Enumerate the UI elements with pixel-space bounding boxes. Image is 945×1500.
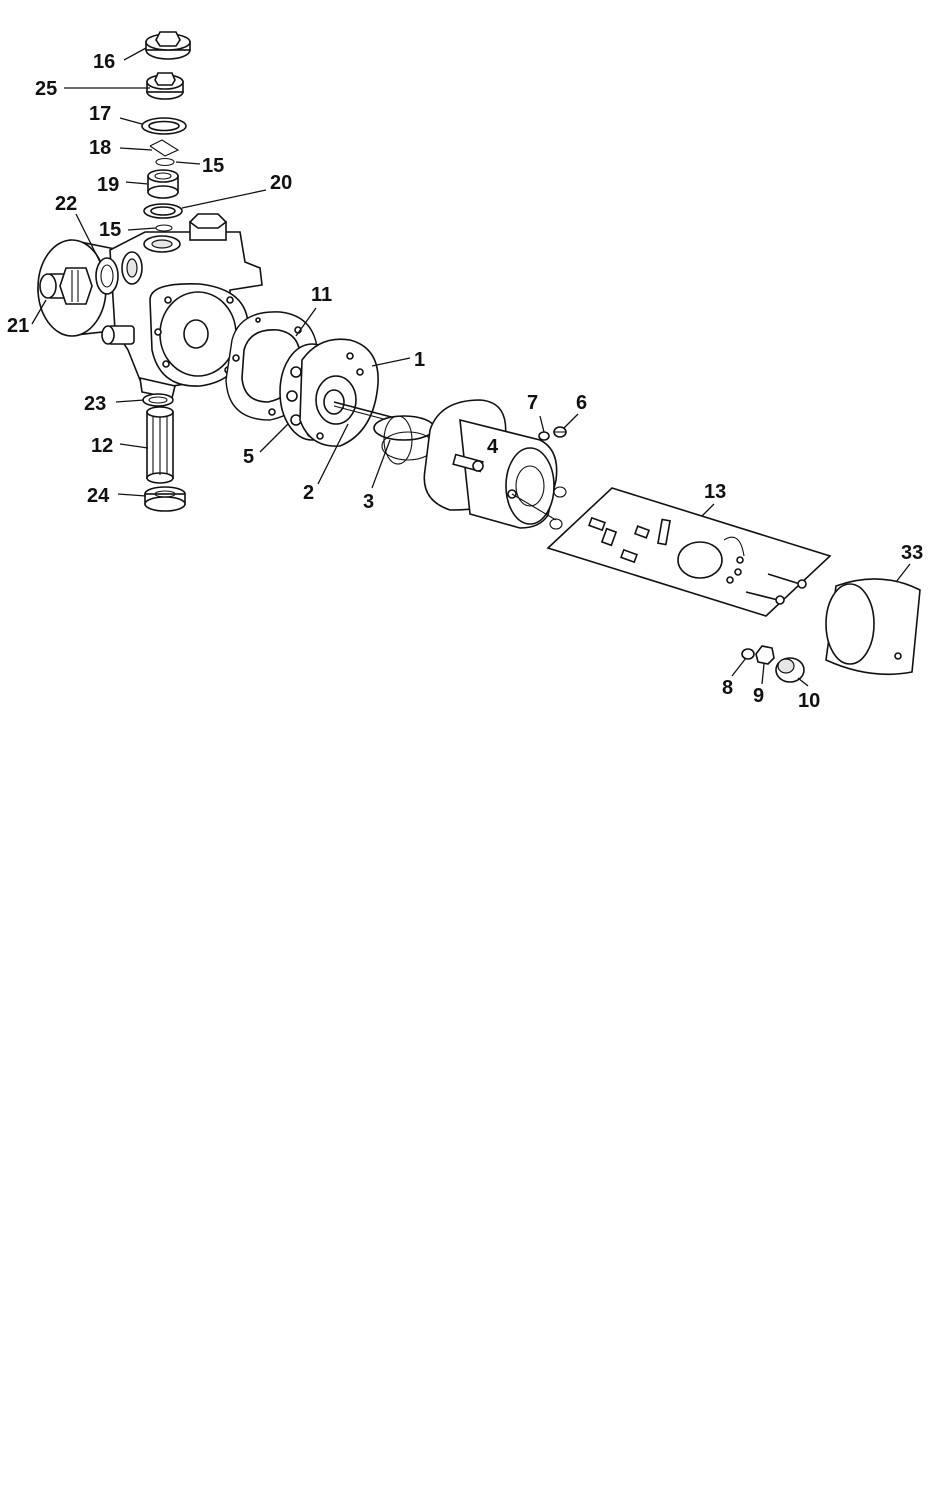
part-7-washer [538,431,550,441]
part-1-cover-plate [299,338,379,447]
callout-18: 18 [89,137,111,159]
part-17-washer [141,117,187,135]
part-21-fitting [39,267,93,305]
callout-19: 19 [97,174,119,196]
part-8-washer [741,648,755,660]
callout-23: 23 [84,393,106,415]
part-19-bushing [147,169,179,199]
part-24-plug [144,486,186,512]
part-13-kit-box [546,487,832,617]
callout-24: 24 [87,485,110,507]
callout-3: 3 [363,491,374,513]
callout-25: 25 [35,78,57,100]
part-33-end-cap [825,578,921,676]
callout-labels: 16 25 17 18 15 19 20 22 15 21 11 1 23 12… [7,51,923,712]
leader-lines [31,47,911,687]
callout-15-lower: 15 [99,219,121,241]
callout-9: 9 [753,685,764,707]
part-23-oring [142,393,174,407]
part-18-clip [149,139,180,157]
callout-7: 7 [527,392,538,414]
callout-15-upper: 15 [202,155,224,177]
callout-16: 16 [93,51,115,73]
callout-17: 17 [89,103,111,125]
part-16-cap-nut [145,31,191,60]
callout-33: 33 [901,542,923,564]
part-3-seal-springs [373,415,435,465]
part-20-washer [143,203,183,219]
callout-2: 2 [303,482,314,504]
callout-11: 11 [311,284,332,306]
part-10-knob [775,657,805,683]
callout-1: 1 [414,349,425,371]
callout-4: 4 [487,436,499,458]
callout-8: 8 [722,677,733,699]
part-25-nut [146,72,184,100]
part-4-motor [423,399,567,530]
callout-21: 21 [7,315,29,337]
part-12-filter-screen [146,406,174,484]
callout-20: 20 [270,172,292,194]
part-6-screw [553,426,567,438]
callout-22: 22 [55,193,77,215]
callout-6: 6 [576,392,587,414]
part-22-oring-side [95,257,119,295]
part-15-oring-lower [155,224,173,232]
part-15-oring-top [155,157,175,167]
callout-12: 12 [91,435,113,457]
callout-13: 13 [704,481,726,503]
callout-10: 10 [798,690,820,712]
part-9-nut [755,645,775,665]
callout-5: 5 [243,446,254,468]
